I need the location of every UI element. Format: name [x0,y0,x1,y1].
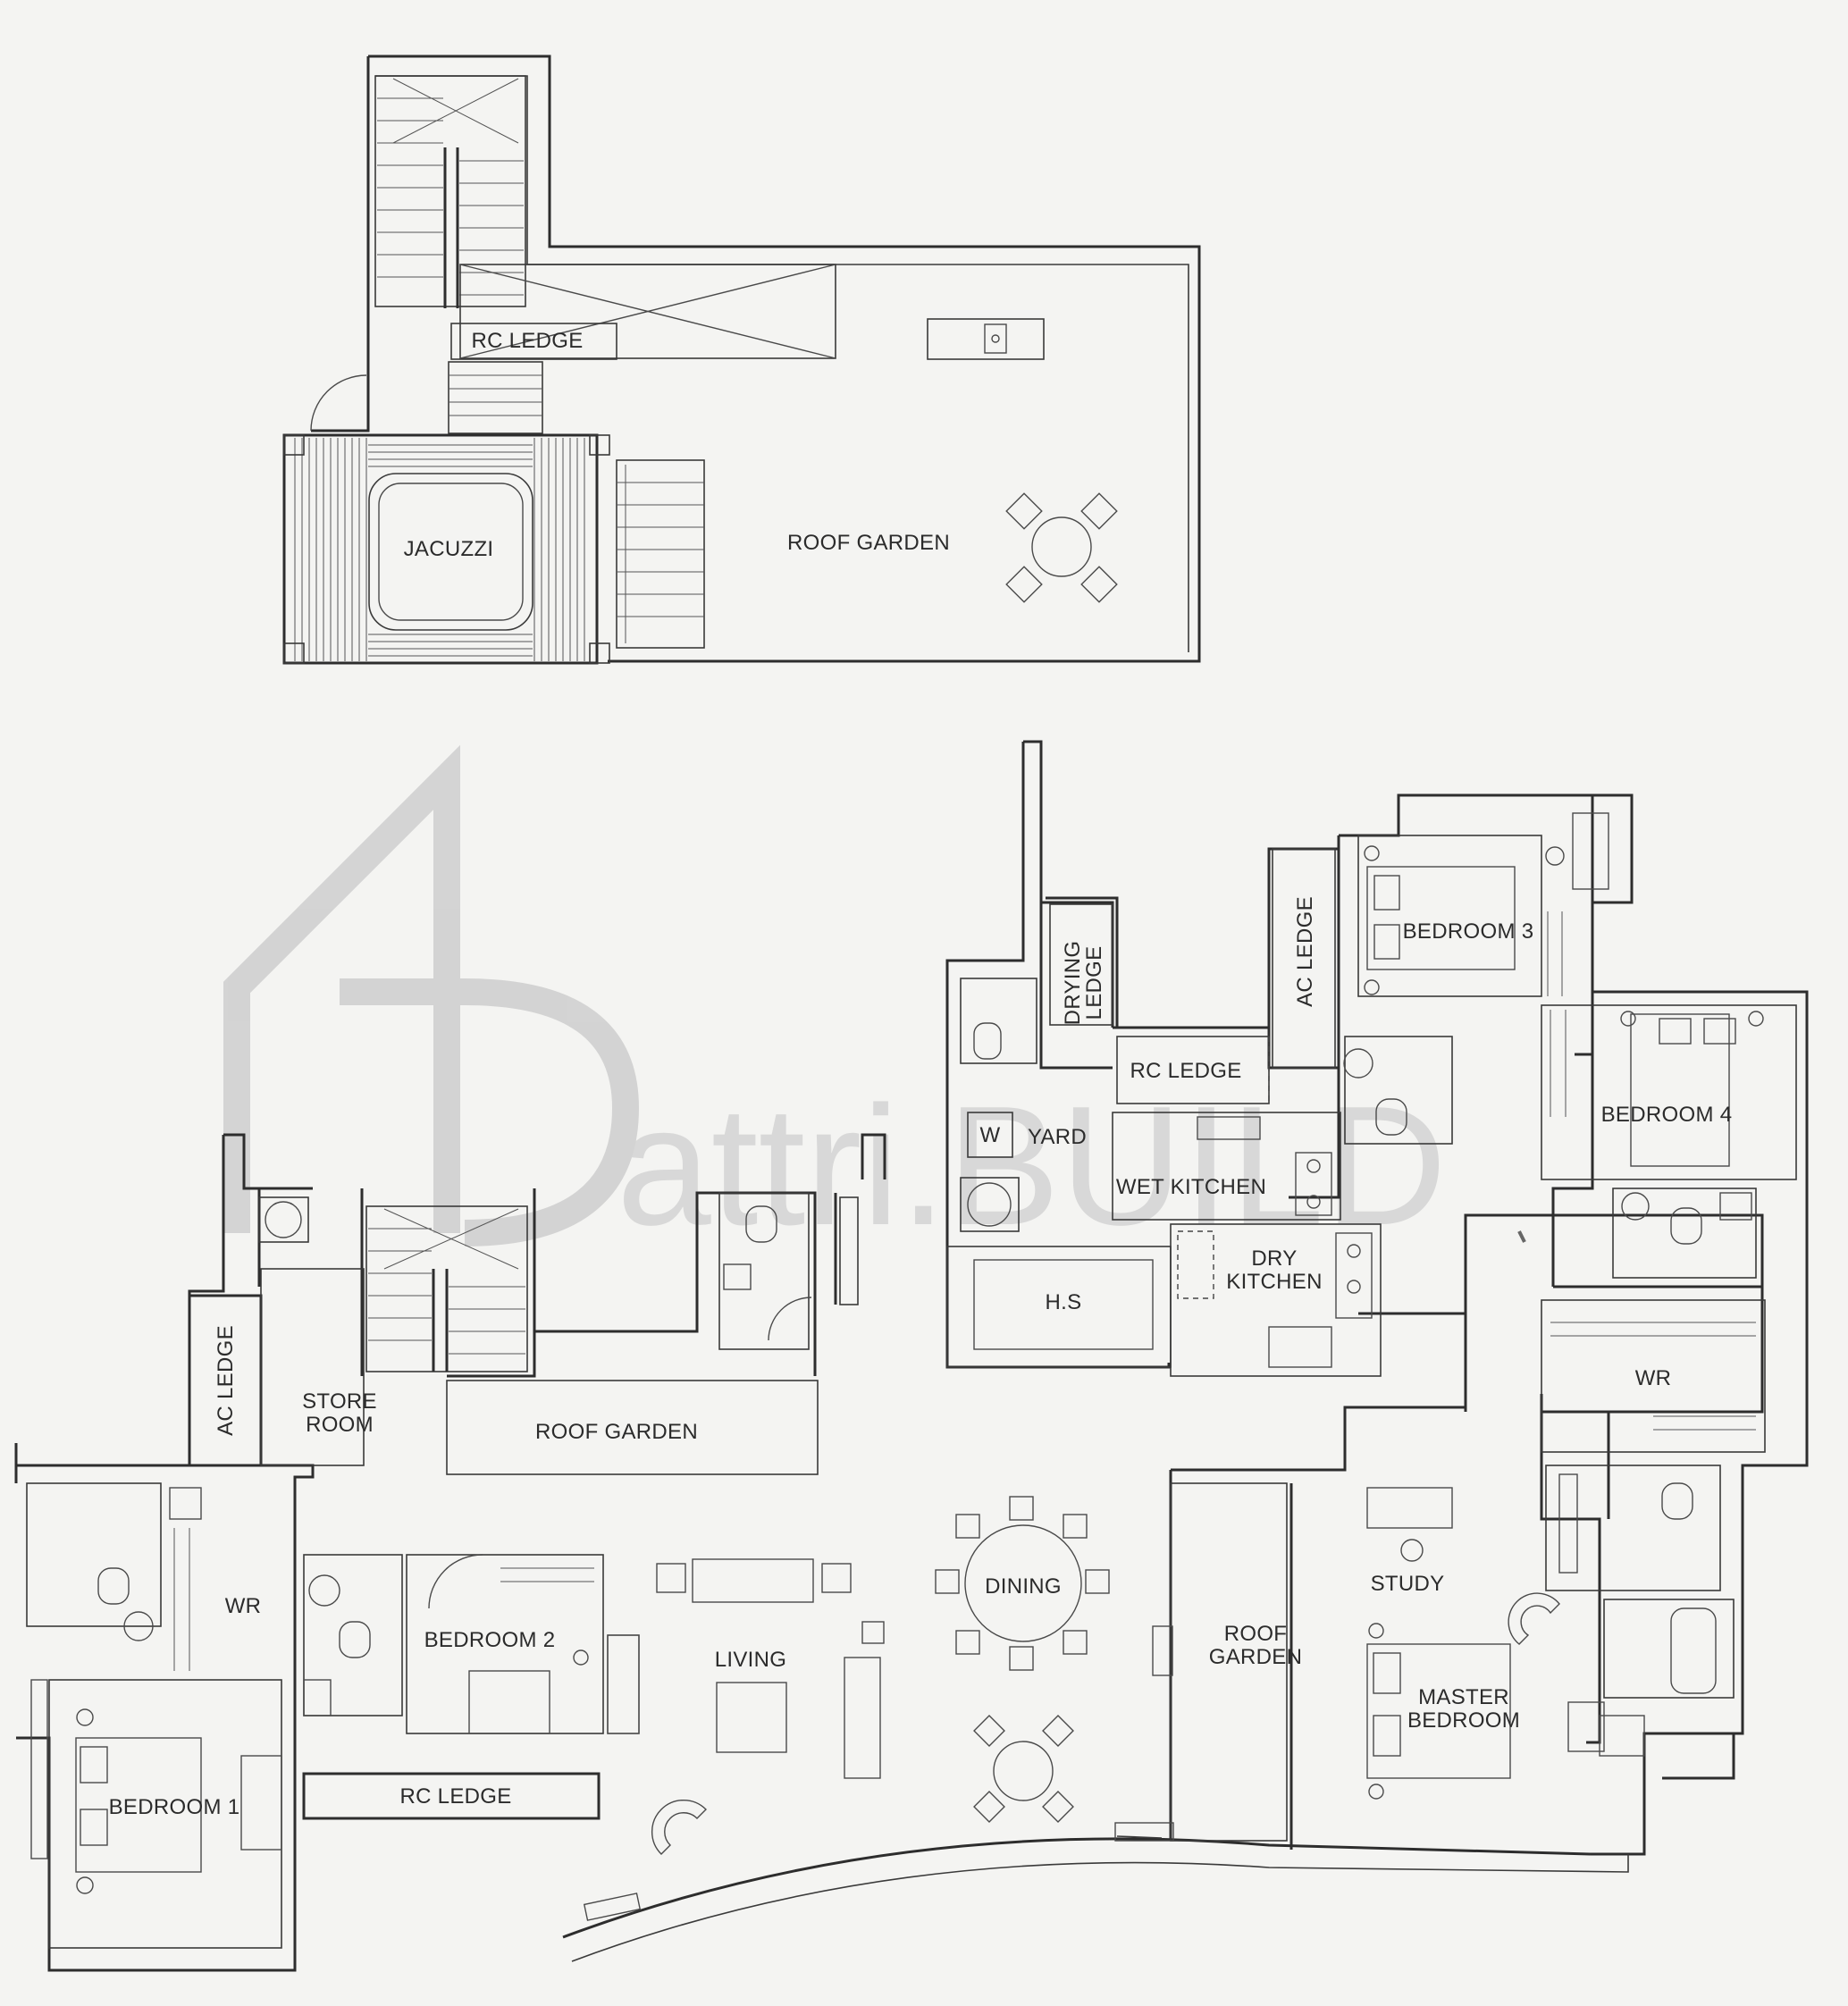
roof-stair-treads [377,78,524,296]
bedroom-2-label: BEDROOM 2 [424,1628,556,1652]
wr-right-label: WR [1635,1366,1672,1390]
bed-bedroom3 [1366,866,1516,970]
ac-ledge-right-label: AC LEDGE [1293,896,1317,1007]
master-bedroom-label-1: MASTER [1418,1685,1509,1709]
bedroom-3-label: BEDROOM 3 [1403,919,1534,944]
wet-kitchen-label: WET KITCHEN [1116,1175,1266,1199]
drying-ledge-label-1: DRYING [1061,941,1085,1026]
yard-label: YARD [1028,1125,1087,1149]
rc-ledge-mid-label: RC LEDGE [1130,1059,1241,1083]
jacuzzi-deck [282,433,599,665]
store-room-label-1: STORE [302,1389,377,1414]
dining-table-icon [935,1496,1110,1823]
jacuzzi-tub [368,473,533,631]
living-furniture [607,1558,885,1855]
wr-left-label: WR [225,1594,262,1618]
store-room-label-2: ROOM [306,1413,374,1437]
study-label: STUDY [1371,1572,1445,1596]
roof-garden-low-label-1: ROOF [1224,1622,1288,1646]
bedroom-1-label: BEDROOM 1 [109,1795,240,1819]
deck-boards [294,438,585,661]
drying-ledge-label-2: LEDGE [1082,946,1106,1020]
bedroom-4-label: BEDROOM 4 [1601,1103,1733,1127]
bbq-counter [927,318,1045,360]
rc-ledge-top-label: RC LEDGE [471,329,583,353]
dry-kitchen-label-2: KITCHEN [1226,1270,1322,1294]
main-floor-plan: DRYING LEDGE AC LEDGE BEDROOM 3 RC LEDGE… [14,740,1809,1972]
rc-ledge-bottom-label: RC LEDGE [399,1784,511,1809]
bed-bedroom4 [1630,1013,1730,1167]
dining-label: DINING [985,1574,1062,1599]
hs-label: H.S [1046,1290,1082,1314]
watermark-logo: attri.BUILD [223,744,1447,1261]
w-label: W [980,1123,1001,1147]
jacuzzi-label: JACUZZI [404,537,494,561]
outdoor-table-icon [1005,492,1118,603]
dry-kitchen-label-1: DRY [1251,1246,1297,1271]
roof-garden-low-label-2: GARDEN [1209,1645,1302,1669]
bed-bedroom1 [75,1737,202,1873]
roof-level-plan: RC LEDGE [282,55,1201,665]
master-bedroom-label-2: BEDROOM [1407,1708,1520,1733]
bed-master [1366,1643,1511,1779]
roof-garden-top-label: ROOF GARDEN [787,531,950,555]
ac-ledge-left-label: AC LEDGE [214,1325,238,1436]
living-label: LIVING [715,1648,787,1672]
roof-garden-mid-label: ROOF GARDEN [535,1420,698,1444]
watermark-text: attri.BUILD [617,1071,1447,1261]
